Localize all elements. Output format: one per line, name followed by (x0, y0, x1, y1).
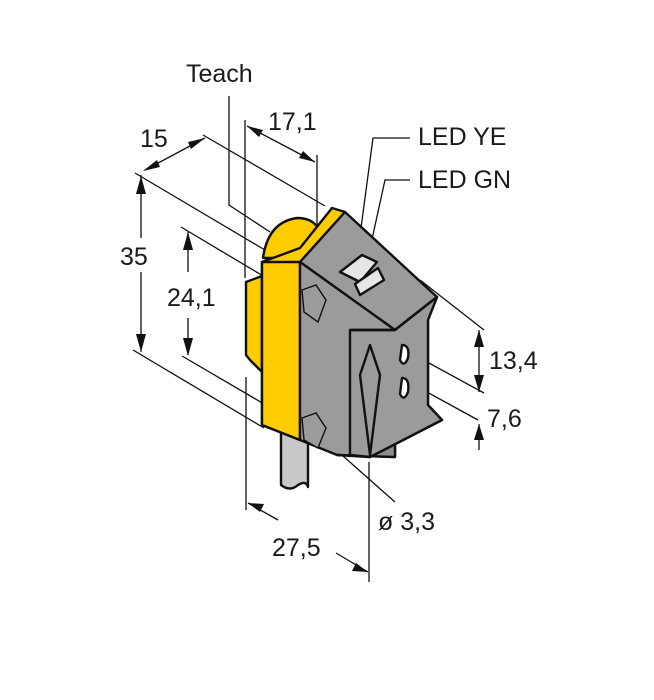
dim-lens-offset: 17,1 (268, 108, 317, 136)
dim-hole-diameter: ø 3,3 (378, 508, 435, 536)
dim-width: 27,5 (272, 534, 321, 562)
gray-housing (298, 210, 444, 459)
dim-depth-top: 15 (140, 125, 168, 153)
led-ye-label: LED YE (418, 123, 506, 151)
dim-slot-spacing: 13,4 (489, 347, 538, 375)
teach-label: Teach (186, 60, 253, 88)
led-gn-label: LED GN (418, 166, 511, 194)
yellow-housing (244, 206, 347, 442)
dim-height-total: 35 (120, 243, 148, 271)
dim-slot-offset: 7,6 (487, 405, 522, 433)
dim-mount-spacing: 24,1 (167, 284, 216, 312)
